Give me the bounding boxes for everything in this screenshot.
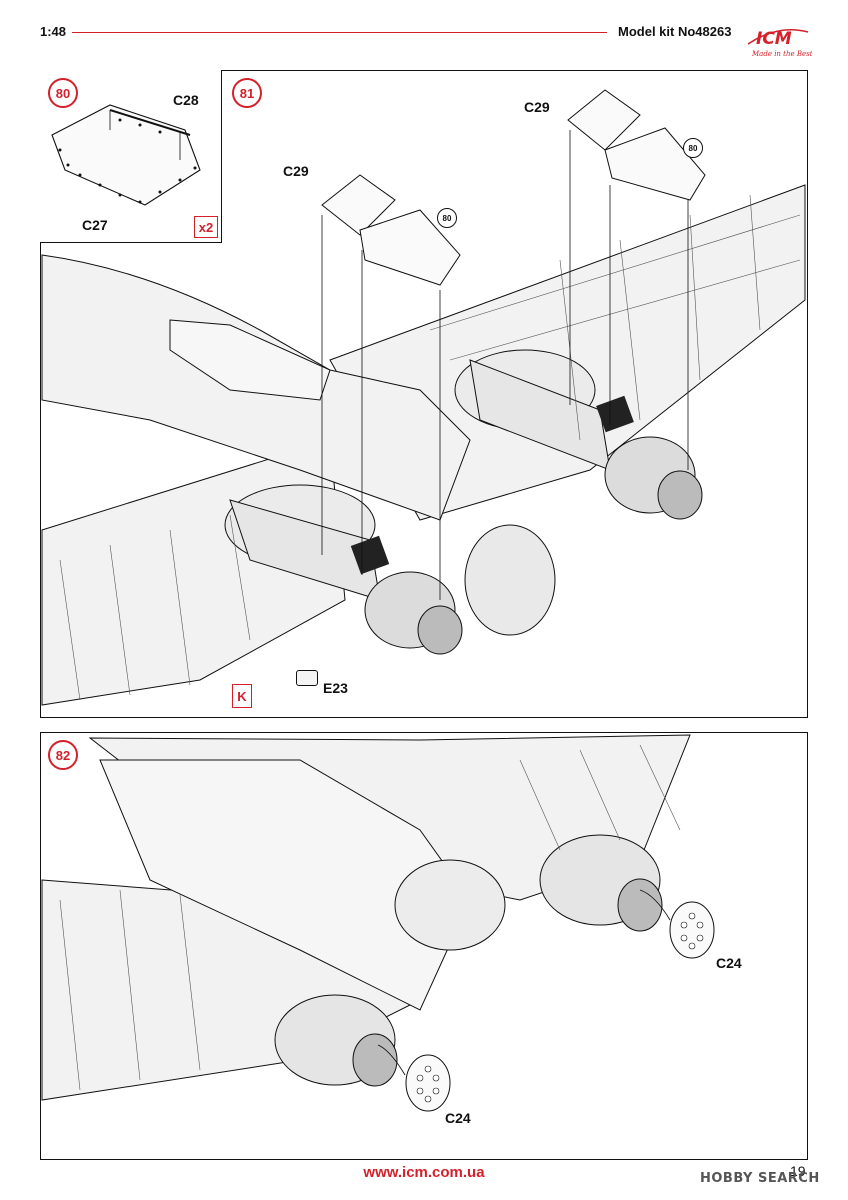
scale-label: 1:48 (40, 24, 67, 39)
step-82-panel (40, 732, 808, 1160)
kit-number: Model kit No48263 (618, 24, 732, 39)
step-81-badge: 81 (232, 78, 262, 108)
page-number: 19 (790, 1163, 806, 1179)
part-e23-label: E23 (323, 680, 348, 696)
step-82-badge: 82 (48, 740, 78, 770)
part-c29-right-label: C29 (524, 99, 550, 115)
part-c27-label: C27 (82, 217, 108, 233)
watermark: HOBBY SEARCH (700, 1171, 820, 1186)
icm-logo: ICM Made in the Best (744, 22, 813, 62)
step-80-badge: 80 (48, 78, 78, 108)
part-c29-left-label: C29 (283, 163, 309, 179)
header-rule (72, 32, 607, 33)
part-c28-label: C28 (173, 92, 199, 108)
svg-text:Made in the Best: Made in the Best (751, 50, 812, 58)
quantity-x2-badge: x2 (194, 216, 218, 238)
step-80-ref-right: 80 (683, 138, 703, 158)
part-c24-right-label: C24 (716, 955, 742, 971)
website-link[interactable]: www.icm.com.ua (363, 1164, 485, 1181)
part-e23-shape (296, 670, 318, 686)
step-80-ref-left: 80 (437, 208, 457, 228)
part-c24-left-label: C24 (445, 1110, 471, 1126)
marker-k-badge: K (232, 684, 252, 708)
svg-text:ICM: ICM (756, 29, 792, 49)
